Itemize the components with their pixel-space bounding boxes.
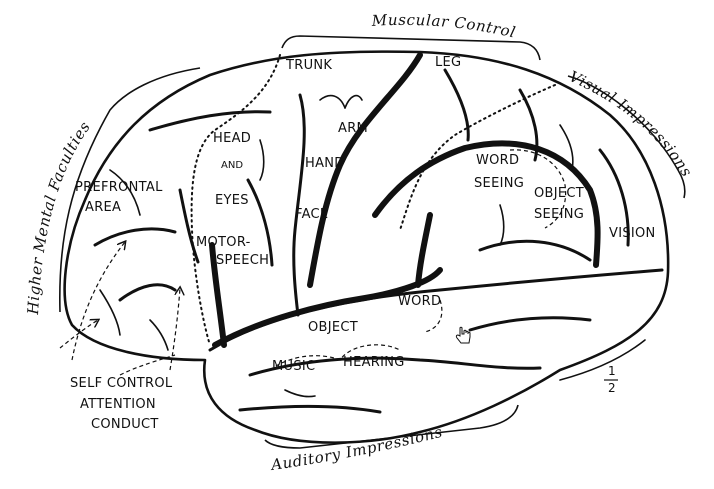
sulcus [248, 356, 542, 377]
dotted-boundary [190, 54, 281, 346]
sulcus [598, 148, 630, 247]
label-word-seeing-2: SEEING [474, 176, 524, 191]
sulcus [238, 404, 382, 414]
label-speech: SPEECH [216, 253, 269, 268]
label-motor: MOTOR- [196, 235, 251, 250]
label-higher-mental-faculties: Higher Mental Faculties [24, 118, 94, 316]
label-muscular-control: Muscular Control [370, 11, 517, 42]
arrow [59, 320, 98, 349]
arrow [71, 242, 125, 361]
brace-higher-mental-faculties [58, 67, 201, 313]
label-conduct: CONDUCT [91, 417, 159, 432]
sulcus-branch [559, 339, 646, 381]
dashed-boundary [424, 299, 443, 333]
label-self-control: SELF CONTROL [70, 376, 173, 391]
parietal-sulcus [372, 140, 601, 268]
arrow-curve [119, 354, 176, 376]
sulcus [178, 188, 200, 264]
label-word-seeing-1: WORD [476, 153, 519, 168]
label-prefrontal: PREFRONTAL [75, 180, 163, 195]
inferior-temporal-branch [415, 212, 433, 288]
dashed-boundary [269, 344, 401, 371]
dashed-boundary [509, 149, 567, 229]
sylvian-fissure [212, 267, 443, 348]
arrow [169, 288, 180, 371]
sulcus [148, 110, 272, 132]
dotted-boundary [399, 84, 556, 231]
label-trunk: TRUNK [285, 58, 332, 73]
label-word: WORD [398, 294, 441, 309]
temporal-lobe-outline [208, 268, 664, 352]
label-vision: VISION [609, 226, 656, 241]
label-head: HEAD [213, 131, 251, 146]
brace-auditory-impressions [264, 404, 519, 449]
sulcus [518, 88, 539, 162]
sulcus-branch [559, 124, 574, 171]
sulcus-branch [344, 94, 363, 109]
precentral-sulcus [209, 242, 227, 348]
sulcus [292, 93, 306, 317]
label-visual-impressions: Visual Impressions [566, 67, 696, 180]
sulcus [443, 68, 470, 142]
label-and: AND [221, 160, 243, 171]
brace-muscular-control [281, 35, 541, 61]
sulcus [118, 283, 177, 302]
sulcus-branch [109, 169, 141, 216]
central-fissure [307, 52, 423, 288]
label-object-seeing-1: OBJECT [534, 186, 584, 201]
brace-visual-impressions [567, 75, 686, 199]
label-object-seeing-2: SEEING [534, 207, 584, 222]
sulcus-branch [284, 389, 316, 398]
sulcus-branch [319, 94, 346, 109]
scale-numerator: 1 [608, 364, 616, 378]
label-eyes: EYES [215, 193, 249, 208]
sulcus [468, 316, 592, 332]
label-area: AREA [85, 200, 121, 215]
hand-pointer-icon [455, 326, 471, 344]
sulcus-branch [259, 139, 265, 181]
sulcus-branch [149, 319, 169, 351]
label-hearing: HEARING [343, 355, 405, 370]
sulcus-branch [99, 289, 121, 336]
label-attention: ATTENTION [80, 397, 156, 412]
label-object: OBJECT [308, 320, 358, 335]
sulcus [478, 239, 592, 262]
sulcus [246, 178, 274, 267]
sulcus-branch [499, 204, 505, 246]
sulcus [93, 227, 177, 247]
label-face: FACE [295, 207, 328, 222]
scale-denominator: 2 [608, 381, 616, 395]
label-arm: ARM [338, 121, 368, 136]
label-leg: LEG [435, 55, 461, 70]
label-music: MUSIC [272, 359, 315, 374]
label-hand: HAND [305, 156, 345, 171]
